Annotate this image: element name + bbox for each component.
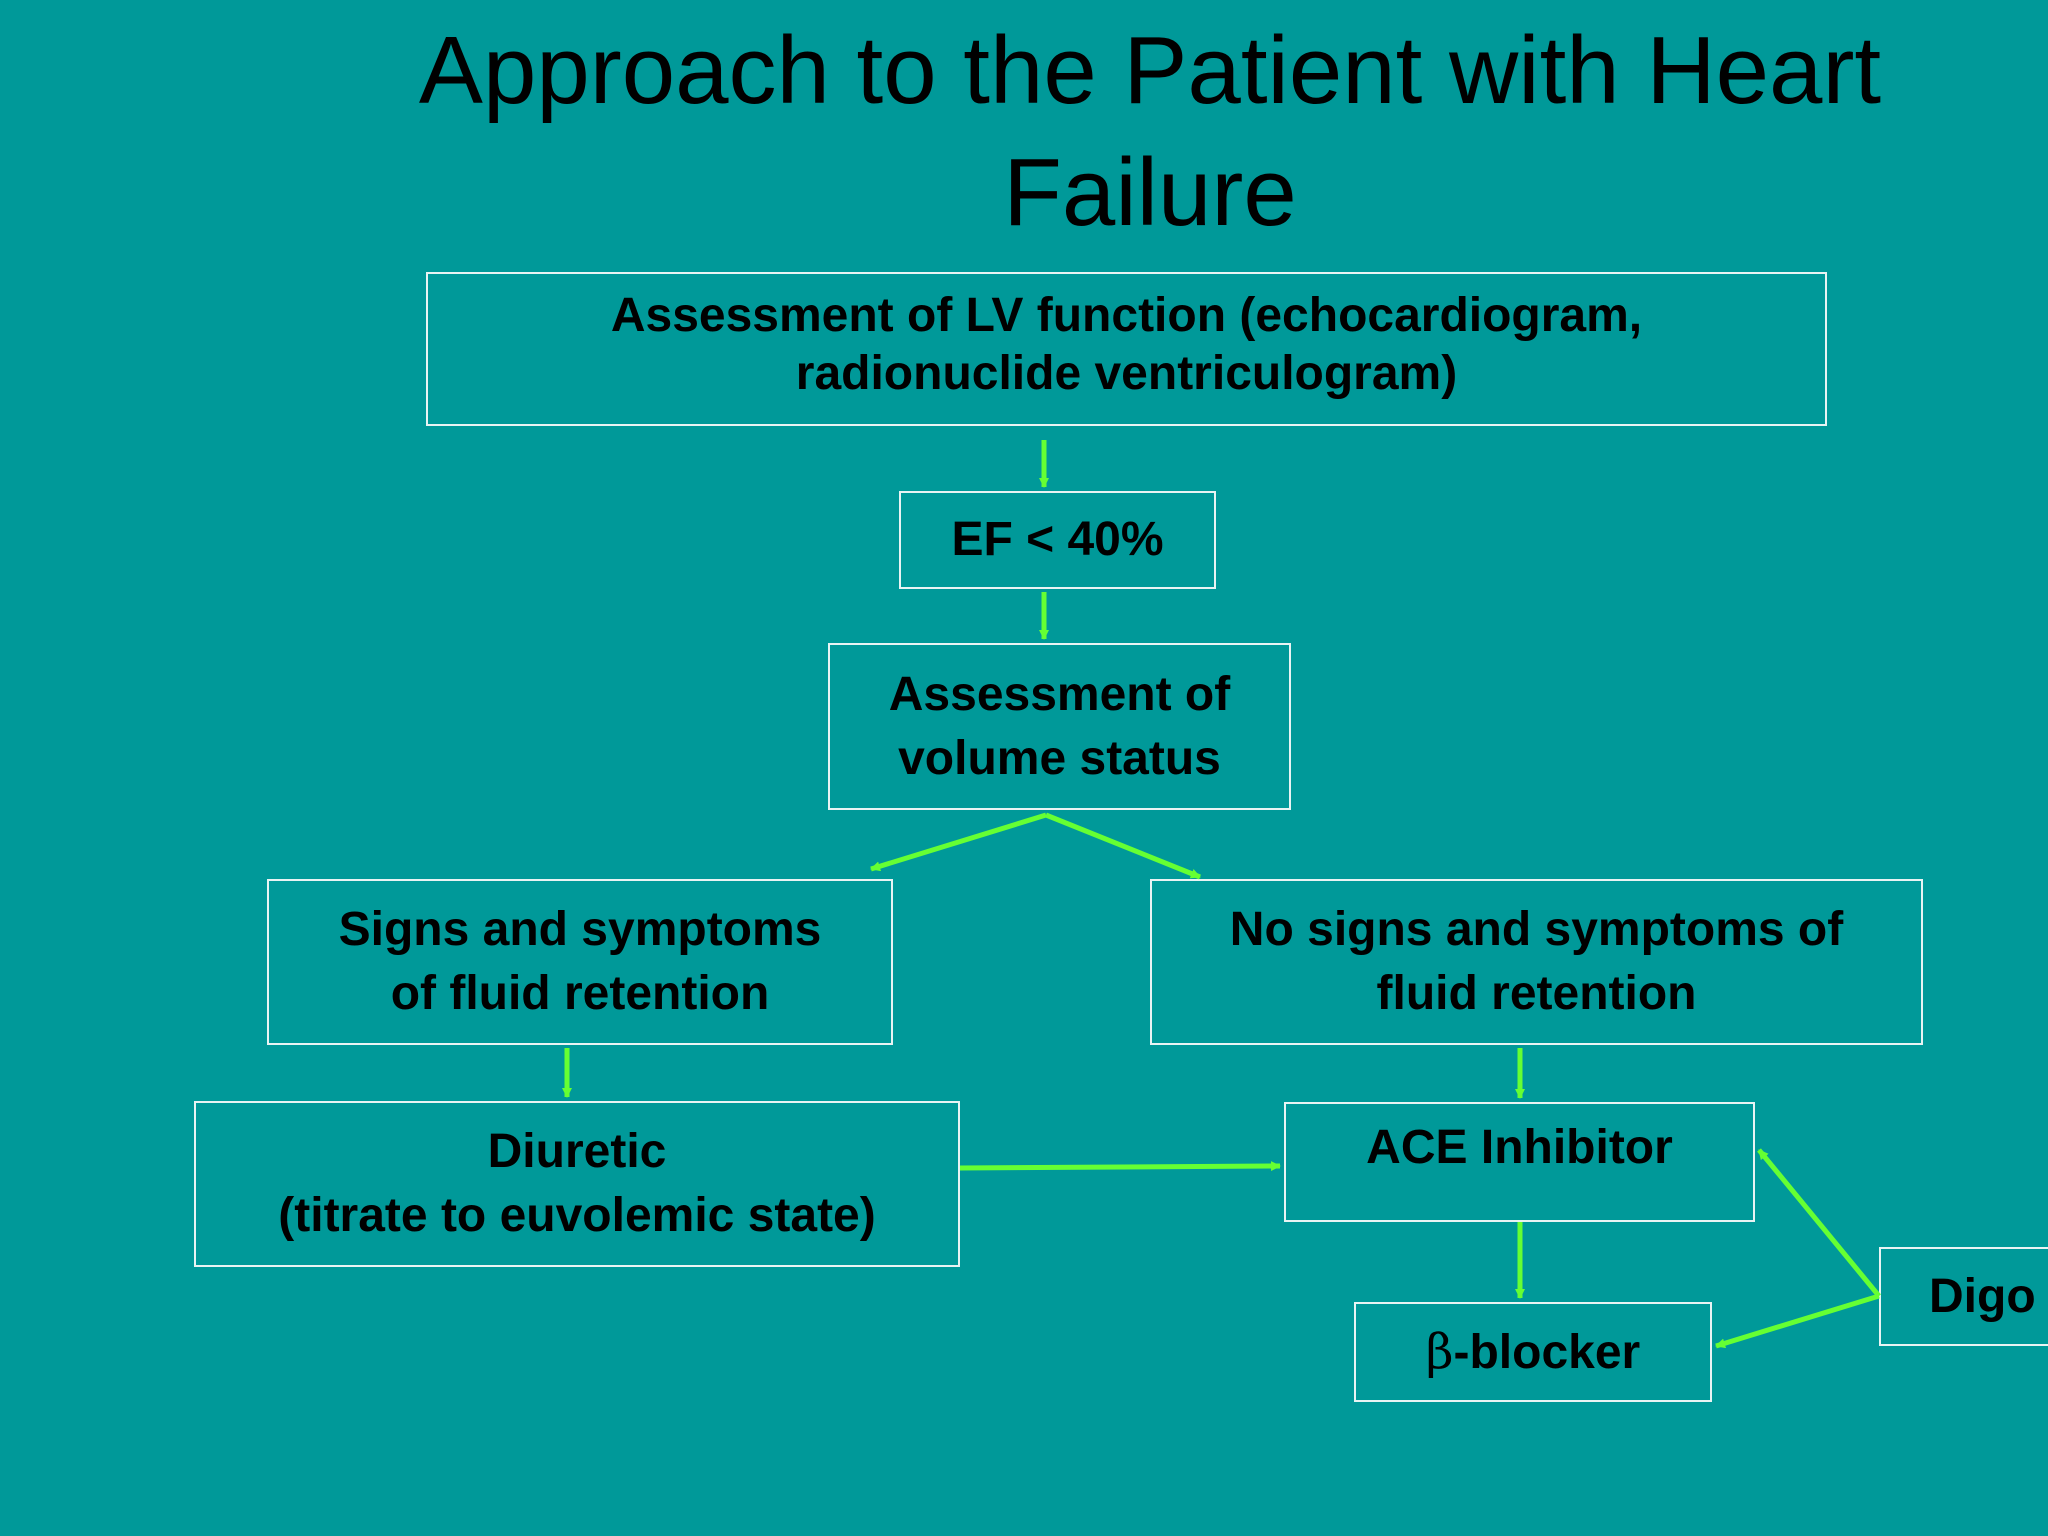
lv-assessment-box: Assessment of LV function (echocardiogra… [426,272,1827,426]
arrow-volume-to-fluid [870,812,1047,872]
volume-status-label: Assessment of volume status [888,667,1231,785]
no-fluid-retention-box: No signs and symptoms of fluid retention [1150,879,1923,1045]
diuretic-label: Diuretic (titrate to euvolemic state) [278,1125,876,1242]
no-fluid-retention-label: No signs and symptoms of fluid retention [1229,903,1844,1020]
ace-inhibitor-label: ACE Inhibitor [1366,1121,1673,1174]
beta-blocker-label: β-blocker [1426,1320,1640,1385]
arrow-diuretic-to-ace [959,1161,1281,1172]
beta-blocker-text: -blocker [1453,1325,1641,1379]
arrow-digoxin-to-beta [1715,1293,1880,1349]
diuretic-box: Diuretic (titrate to euvolemic state) [194,1101,960,1267]
slide-title-line1: Approach to the Patient with Heart [418,17,1882,124]
slide-title-line2: Failure [1003,139,1297,246]
fluid-retention-box: Signs and symptoms of fluid retention [267,879,893,1045]
ace-inhibitor-box: ACE Inhibitor [1284,1102,1755,1222]
lv-assessment-label: Assessment of LV function (echocardiogra… [610,289,1643,400]
fluid-retention-label: Signs and symptoms of fluid retention [338,903,822,1020]
digoxin-box: Digo [1879,1247,2048,1346]
arrow-volume-to-no-fluid [1045,812,1201,880]
beta-blocker-box: β-blocker [1354,1302,1712,1402]
slide-title: Approach to the Patient with Heart Failu… [340,10,1960,254]
ef-box: EF < 40% [899,491,1216,589]
digoxin-label: Digo [1929,1269,2036,1323]
ef-label: EF < 40% [951,513,1164,566]
volume-status-box: Assessment of volume status [828,643,1291,810]
arrow-digoxin-to-ace [1757,1148,1881,1298]
beta-symbol: β [1425,1323,1454,1380]
